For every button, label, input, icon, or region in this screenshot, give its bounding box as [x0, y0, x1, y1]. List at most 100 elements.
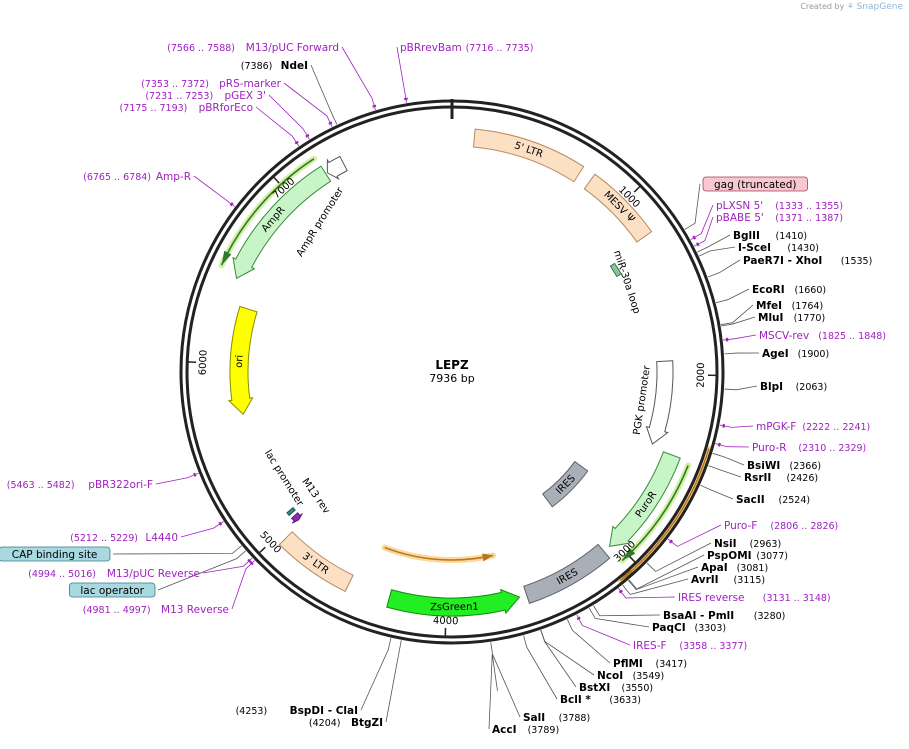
site-m13-puc-reverse[interactable]: M13/pUC Reverse(4994 .. 5016)	[28, 568, 200, 580]
site-sali[interactable]: SalI(3788)	[523, 712, 590, 724]
site-mlui[interactable]: MluI(1770)	[758, 312, 825, 324]
site-bspdi-clai[interactable]: BspDI - ClaI(4253)	[236, 705, 358, 717]
site-position: (3280)	[754, 611, 786, 622]
credit-brand: SnapGene	[856, 2, 903, 12]
site-leader-line	[588, 607, 650, 628]
site-mscv-rev[interactable]: MSCV-rev(1825 .. 1848)	[759, 330, 886, 342]
site-leader-line	[593, 605, 661, 617]
site-label-layer: gag (truncated) pLXSN 5'(1333 .. 1355)pBA…	[0, 42, 886, 736]
site-puro-f[interactable]: Puro-F (2806 .. 2826)	[724, 520, 838, 532]
site-mpgk-f[interactable]: mPGK-F (2222 .. 2241)	[756, 421, 870, 433]
site-pbrrevbam[interactable]: pBRrevBam(7716 .. 7735)	[400, 42, 533, 54]
feature-ori	[227, 305, 258, 416]
orf-arrowhead	[221, 250, 232, 266]
site-name: BsaAI - PmlI	[663, 610, 734, 622]
site-rsrii[interactable]: RsrII(2426)	[744, 472, 818, 484]
site-name: IRES reverse	[678, 592, 745, 604]
site-lac-operator[interactable]: lac operator	[69, 582, 156, 598]
feature-ampr	[232, 165, 332, 280]
tick-label: 4000	[433, 616, 459, 628]
primer-mark	[328, 121, 333, 125]
site-position: (2366)	[790, 461, 822, 472]
site-position: (4994 .. 5016)	[28, 569, 96, 580]
site-avrii[interactable]: AvrII(3115)	[691, 574, 765, 586]
site-blpi[interactable]: BlpI(2063)	[760, 381, 827, 393]
site-ires-f[interactable]: IRES-F(3358 .. 3377)	[633, 640, 747, 652]
site-paqci[interactable]: PaqCI(3303)	[652, 622, 726, 634]
primer-mark	[372, 104, 377, 108]
site-position: (7231 .. 7253)	[145, 91, 213, 102]
site-paer7i-xhoi[interactable]: PaeR7I - XhoI(1535)	[743, 255, 872, 267]
site-leader-line	[700, 484, 734, 500]
map-center: LEPZ 7936 bp	[429, 358, 474, 385]
site-position: (1430)	[787, 243, 819, 254]
site-ncoi[interactable]: NcoI(3549)	[597, 670, 664, 682]
feature-badge	[69, 582, 156, 598]
site-position: (4981 .. 4997)	[83, 605, 151, 616]
primer-mark	[669, 539, 673, 544]
site-bsaai-pmli[interactable]: BsaAI - PmlI (3280)	[663, 610, 785, 622]
site-prs-marker[interactable]: pRS-marker (7353 .. 7372)	[141, 78, 282, 90]
site-sacii[interactable]: SacII(2524)	[736, 494, 810, 506]
site-name: pRS-marker	[219, 78, 282, 90]
site-pflmi[interactable]: PflMI(3417)	[613, 658, 687, 670]
site-agei[interactable]: AgeI(1900)	[762, 348, 829, 360]
site-position: (1660)	[795, 285, 827, 296]
site-puro-r[interactable]: Puro-R(2310 .. 2329)	[752, 442, 866, 454]
site-nsii[interactable]: NsiI(2963)	[714, 538, 781, 550]
site-leader-line	[646, 542, 712, 572]
site-pbrforeco[interactable]: pBRforEco(7175 .. 7193)	[120, 102, 253, 114]
site-name: PspOMI	[707, 550, 752, 562]
site-name: Puro-F	[724, 520, 757, 532]
site-bstxi[interactable]: BstXI(3550)	[579, 682, 653, 694]
site-bsiwi[interactable]: BsiWI(2366)	[747, 460, 821, 472]
tick-mark	[271, 175, 280, 184]
site-cap-binding-site[interactable]: CAP binding site	[0, 546, 111, 562]
primer-mark	[305, 133, 310, 138]
site-leader-line	[724, 352, 760, 355]
tick-label: 6000	[198, 350, 210, 376]
site-gag-truncated[interactable]: gag (truncated)	[702, 176, 808, 192]
site-btgzi[interactable]: BtgZI(4204)	[309, 717, 383, 729]
site-position: (1825 .. 1848)	[818, 331, 886, 342]
site-name: mPGK-F	[756, 421, 796, 433]
tick-mark	[257, 546, 266, 555]
site-position: (7353 .. 7372)	[141, 79, 209, 90]
site-bglii[interactable]: BglII(1410)	[733, 230, 807, 242]
feature-label: M13 rev	[299, 477, 331, 517]
site-mfei[interactable]: MfeI(1764)	[756, 300, 823, 312]
site-position: (7566 .. 7588)	[167, 43, 235, 54]
site-position: (7716 .. 7735)	[466, 43, 534, 54]
site-name: Puro-R	[752, 442, 787, 454]
site-acci[interactable]: AccI(3789)	[492, 724, 559, 736]
site-position: (4253)	[236, 706, 268, 717]
site-apai[interactable]: ApaI(3081)	[701, 562, 768, 574]
site-pgex-3[interactable]: pGEX 3'(7231 .. 7253)	[145, 90, 266, 102]
site-position: (3303)	[695, 623, 727, 634]
site-leader-line	[193, 175, 236, 207]
site-position: (2222 .. 2241)	[802, 422, 870, 433]
site-name: NsiI	[714, 538, 737, 550]
site-leader-line	[698, 246, 736, 257]
site-bcli[interactable]: BclI *(3633)	[560, 694, 641, 706]
site-name: CAP binding site	[12, 549, 98, 561]
site-i-scei[interactable]: I-SceI(1430)	[738, 242, 819, 254]
site-pbr322ori-f[interactable]: pBR322ori-F(5463 .. 5482)	[7, 479, 153, 491]
site-position: (1770)	[794, 313, 826, 324]
site-plxsn-5[interactable]: pLXSN 5'(1333 .. 1355)	[716, 200, 843, 212]
site-position: (2806 .. 2826)	[770, 521, 838, 532]
site-ires-reverse[interactable]: IRES reverse(3131 .. 3148)	[678, 592, 831, 604]
site-amp-r[interactable]: Amp-R(6765 .. 6784)	[83, 171, 191, 183]
site-m13-reverse[interactable]: M13 Reverse(4981 .. 4997)	[83, 604, 229, 616]
site-m13-puc-forward[interactable]: M13/pUC Forward(7566 .. 7588)	[167, 42, 339, 54]
site-ndei[interactable]: NdeI(7386)	[241, 60, 308, 72]
plasmid-size: 7936 bp	[429, 372, 474, 385]
site-pbabe-5[interactable]: pBABE 5'(1371 .. 1387)	[716, 212, 843, 224]
site-leader-line	[708, 465, 742, 478]
site-pspomi[interactable]: PspOMI(3077)	[707, 550, 788, 562]
site-ecori[interactable]: EcoRI(1660)	[752, 284, 826, 296]
site-name: L4440	[145, 532, 178, 544]
site-l4440[interactable]: L4440(5212 .. 5229)	[70, 532, 178, 544]
primer-mark	[229, 202, 234, 207]
site-leader-line	[566, 619, 611, 664]
